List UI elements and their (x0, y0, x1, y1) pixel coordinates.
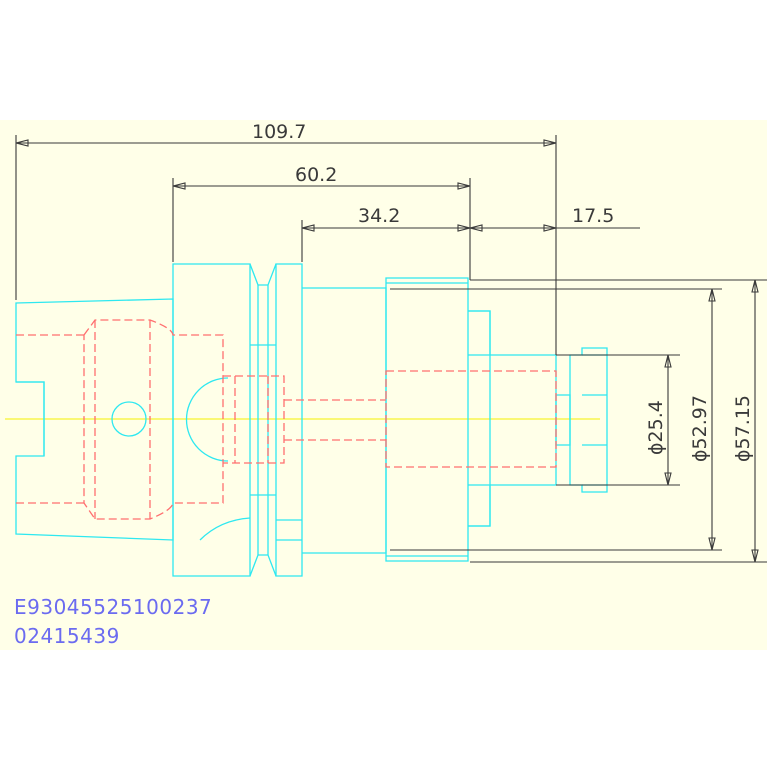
dim-overall-length: 109.7 (252, 121, 306, 143)
dim-dia-mid: ϕ52.97 (689, 395, 711, 462)
hidden-lines (16, 319, 557, 520)
flange-pocket (199, 517, 251, 541)
pilot-bore (385, 370, 557, 468)
dim-flange-to-face: 34.2 (358, 205, 400, 227)
face-key-top (468, 310, 491, 356)
drive-slot (185, 377, 229, 462)
coolant-channel (284, 399, 386, 441)
dim-shank-to-face: 60.2 (295, 164, 337, 186)
drawing-paper (0, 120, 767, 650)
part-code: E93045525100237 (14, 595, 213, 619)
dim-dia-large: ϕ57.15 (732, 395, 754, 462)
dim-dia-small: ϕ25.4 (645, 400, 667, 455)
face-key-bottom (468, 484, 491, 527)
drive-ring (275, 263, 303, 577)
pull-stud-pocket (83, 319, 224, 520)
part-number: 02415439 (14, 624, 120, 648)
tool-outline (15, 263, 608, 577)
shank-notch (16, 381, 45, 456)
dim-face-to-end: 17.5 (572, 205, 614, 227)
v-groove (249, 263, 277, 577)
cross-hole (111, 401, 147, 437)
coolant-pocket (223, 375, 285, 464)
dimensions: 109.7 60.2 34.2 17.5 ϕ25.4 (15, 121, 767, 563)
